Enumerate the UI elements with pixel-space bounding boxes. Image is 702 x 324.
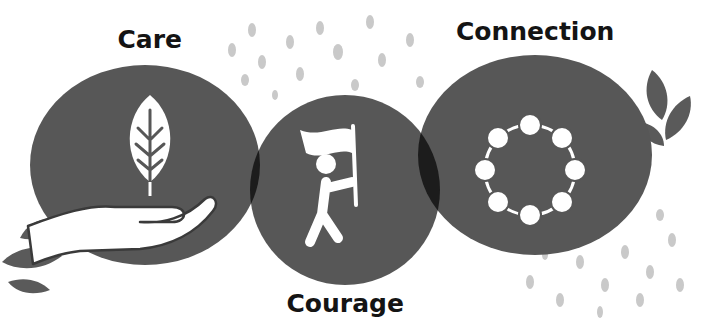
overlap-lens <box>250 95 440 285</box>
circle-heading: Care <box>118 25 183 55</box>
circle-heading: Connection <box>456 17 614 47</box>
circle-heading: Courage <box>287 289 404 319</box>
overlap-lens <box>250 95 440 285</box>
circle-outline <box>418 55 652 255</box>
circle-outline <box>250 95 440 285</box>
venn-circle: Courage <box>250 95 440 285</box>
venn-circle: Care <box>30 65 260 265</box>
venn-circle: Connection <box>418 55 652 255</box>
circle-outline <box>30 65 260 265</box>
scatter-dots <box>228 15 684 318</box>
